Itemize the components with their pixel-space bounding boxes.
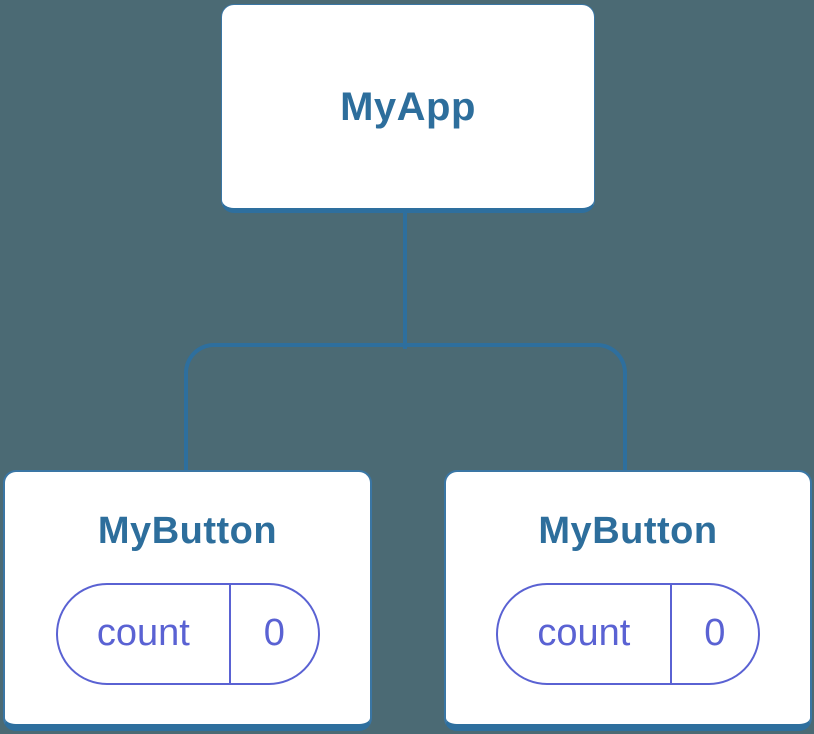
node-mybutton-right: MyButton count 0 <box>444 470 812 731</box>
connector-branch-bracket <box>184 343 627 476</box>
state-name: count <box>96 612 190 655</box>
node-myapp-label: MyApp <box>340 84 476 129</box>
state-badge: count 0 <box>55 582 320 685</box>
node-mybutton-left: MyButton count 0 <box>3 470 372 731</box>
connector-stem-line <box>403 209 407 349</box>
node-myapp: MyApp <box>221 4 595 213</box>
node-mybutton-left-label: MyButton <box>97 510 278 553</box>
state-value: 0 <box>669 584 758 683</box>
state-badge: count 0 <box>496 582 760 685</box>
node-mybutton-right-label: MyButton <box>538 510 718 553</box>
state-name: count <box>537 612 631 655</box>
state-value: 0 <box>229 584 317 683</box>
